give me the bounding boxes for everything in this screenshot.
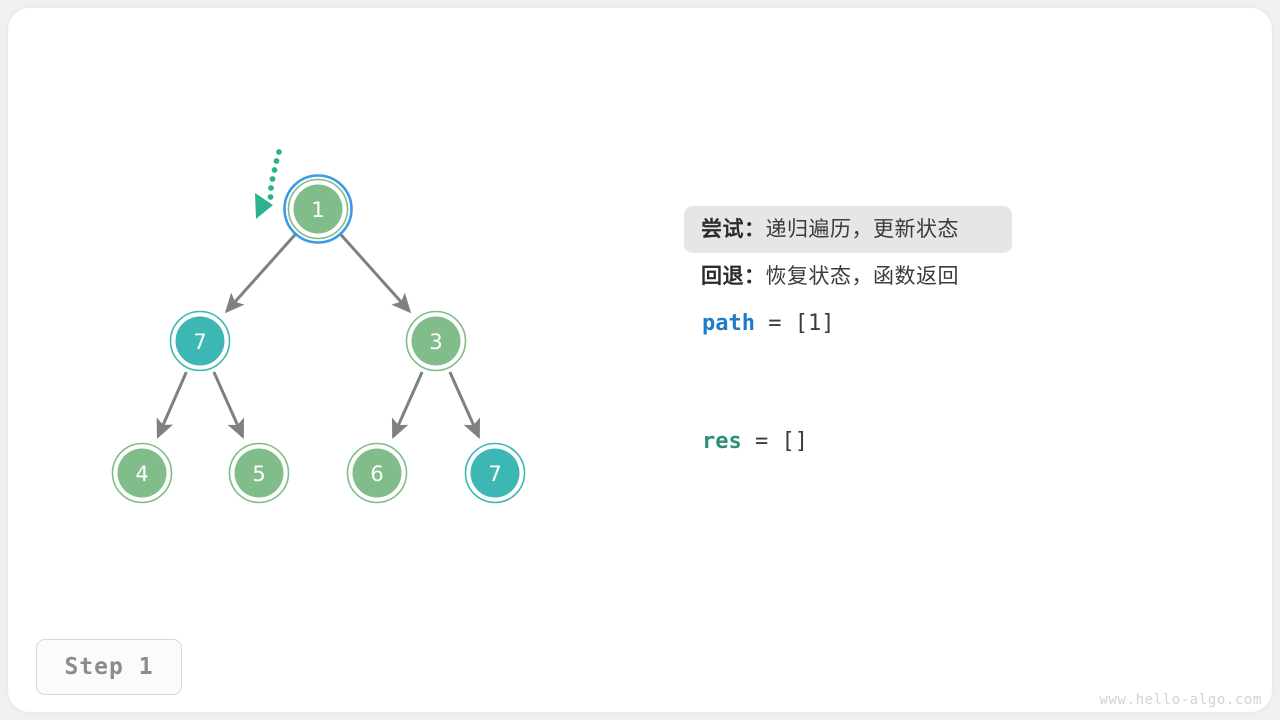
cursor-trail-dot	[273, 158, 280, 164]
panel-line-try-rest: 递归遍历，更新状态	[765, 217, 959, 241]
tree-node-label: 5	[252, 462, 265, 486]
tree-edge	[224, 233, 297, 314]
tree-edge	[448, 371, 481, 439]
tree-node-7: 7	[169, 310, 231, 372]
panel-spacer	[684, 347, 1104, 418]
tree-node-5: 5	[228, 442, 290, 504]
res-variable-name: res	[702, 429, 742, 454]
cursor-trail-dot	[276, 149, 282, 155]
tree-edge	[212, 371, 245, 439]
site-watermark: www.hello-algo.com	[1099, 692, 1262, 708]
tree-node-label: 6	[370, 462, 383, 486]
res-variable-value: = []	[741, 429, 808, 454]
tree-node-6: 6	[346, 442, 408, 504]
panel-line-try: 尝试：递归遍历，更新状态	[684, 206, 1012, 253]
cursor-pointer-icon	[255, 149, 282, 219]
step-badge: Step 1	[36, 639, 182, 695]
tree-node-7: 7	[464, 442, 526, 504]
tree-node-label: 7	[488, 462, 501, 486]
tree-nodes: 1 7 3 4 5 6 7	[111, 174, 526, 504]
tree-edge	[156, 371, 188, 439]
panel-line-try-prefix: 尝试：	[701, 217, 766, 241]
panel-line-backtrack-rest: 恢复状态，函数返回	[765, 264, 959, 288]
tree-node-label: 7	[193, 330, 206, 354]
cursor-trail-dot	[271, 167, 278, 173]
tree-edges	[156, 233, 481, 439]
tree-node-label: 3	[429, 330, 442, 354]
tree-edge	[339, 233, 412, 314]
diagram-card	[8, 8, 1272, 712]
tree-node-label: 1	[311, 198, 324, 222]
state-panel: 尝试：递归遍历，更新状态 回退：恢复状态，函数返回 path = [1] res…	[684, 206, 1104, 465]
tree-node-3: 3	[405, 310, 467, 372]
tree-node-4: 4	[111, 442, 173, 504]
tree-node-label: 4	[135, 462, 148, 486]
path-state-line: path = [1]	[684, 300, 1104, 347]
cursor-trail-dot	[267, 194, 274, 200]
tree-node-1: 1	[283, 174, 353, 244]
path-variable-value: = [1]	[754, 311, 835, 336]
cursor-trail-dot	[268, 185, 274, 191]
panel-line-backtrack-prefix: 回退：	[701, 264, 766, 288]
panel-line-backtrack: 回退：恢复状态，函数返回	[684, 253, 1012, 300]
cursor-arrowhead-icon	[255, 193, 273, 219]
cursor-trail-dot	[269, 176, 276, 182]
step-badge-label: Step 1	[64, 654, 154, 680]
res-state-line: res = []	[684, 418, 1104, 465]
path-variable-name: path	[702, 311, 755, 336]
tree-edge	[391, 371, 424, 439]
